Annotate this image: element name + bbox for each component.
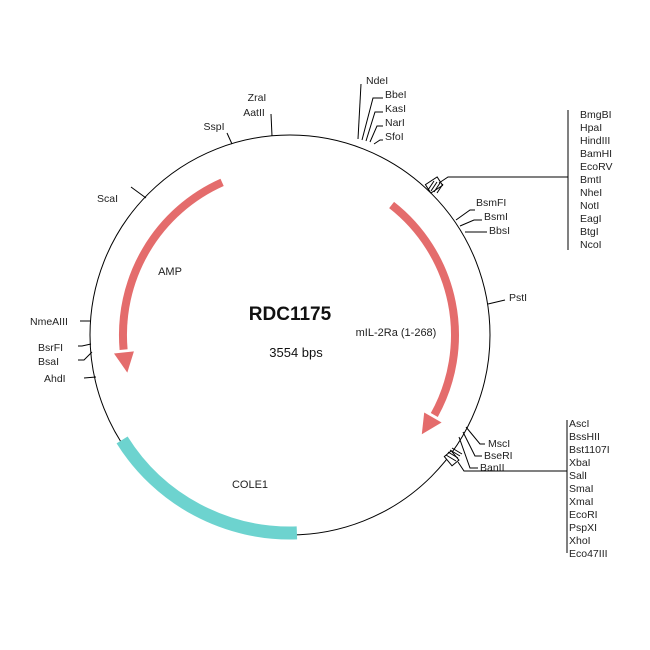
site-label-kasi: KasI <box>385 103 406 115</box>
site-label-nhei: NheI <box>580 187 602 199</box>
feature-label-cole1: COLE1 <box>232 479 268 491</box>
site-label-ahdi: AhdI <box>44 373 66 385</box>
site-label-beseri: BseRI <box>484 450 513 462</box>
site-group-bsrfi-bsai: BsrFI BsaI <box>38 342 93 368</box>
site-label-xmai: XmaI <box>569 496 594 508</box>
site-label-btgi: BtgI <box>580 226 599 238</box>
site-label-eco47iii: Eco47III <box>569 548 608 560</box>
site-label-hindiii: HindIII <box>580 135 610 147</box>
site-label-eagi: EagI <box>580 213 602 225</box>
site-label-bsrfi: BsrFI <box>38 342 63 354</box>
site-ahdi: AhdI <box>44 373 97 385</box>
site-label-nmeaiii: NmeAIII <box>30 316 68 328</box>
site-group-msci: MscI BseRI BanII <box>458 426 513 474</box>
site-psti: PstI <box>487 292 527 305</box>
feature-label-insert: mIL-2Ra (1-268) <box>356 327 437 339</box>
site-group-bsmfi: BsmFI BsmI BbsI <box>455 197 510 237</box>
site-label-bamhi: BamHI <box>580 148 612 160</box>
site-label-bsmi: BsmI <box>484 211 508 223</box>
site-group-mcs1: BmgBI HpaI HindIII BamHI EcoRV BmtI NheI… <box>424 109 613 251</box>
site-label-bsai: BsaI <box>38 356 59 368</box>
site-label-msci: MscI <box>488 438 510 450</box>
site-group-zrai-aatii: ZraI AatII <box>243 92 273 137</box>
site-label-bst1107i: Bst1107I <box>569 444 610 456</box>
site-label-bsmfi: BsmFI <box>476 197 506 209</box>
site-label-noti: NotI <box>580 200 599 212</box>
site-label-ecorv: EcoRV <box>580 161 613 173</box>
site-group-ndei: NdeI BbeI KasI NarI SfoI <box>357 75 407 145</box>
insert-feature-arrow[interactable] <box>389 201 459 435</box>
site-label-psti: PstI <box>509 292 527 304</box>
site-group-mcs2: AscI BssHII Bst1107I XbaI SalI SmaI XmaI… <box>443 418 610 560</box>
site-label-hpai: HpaI <box>580 122 602 134</box>
site-sspi: SspI <box>203 121 233 145</box>
site-label-nari: NarI <box>385 117 405 129</box>
site-label-bmti: BmtI <box>580 174 602 186</box>
site-label-aatii: AatII <box>243 107 265 119</box>
site-label-sali: SalI <box>569 470 587 482</box>
site-label-zrai: ZraI <box>248 92 267 104</box>
site-label-bmgbi: BmgBI <box>580 109 612 121</box>
site-label-ndei: NdeI <box>366 75 388 87</box>
site-scai: ScaI <box>97 186 147 205</box>
site-label-bbsi: BbsI <box>489 225 510 237</box>
site-label-xhoi: XhoI <box>569 535 591 547</box>
site-label-asci: AscI <box>569 418 589 430</box>
site-label-ecori: EcoRI <box>569 509 598 521</box>
amp-feature-arrow[interactable] <box>114 178 224 373</box>
site-label-sspi: SspI <box>203 121 224 133</box>
plasmid-size: 3554 bps <box>269 345 323 360</box>
feature-label-amp: AMP <box>158 266 182 278</box>
site-label-banii: BanII <box>480 462 505 474</box>
site-nmeaiii: NmeAIII <box>30 316 91 328</box>
site-label-bbei: BbeI <box>385 89 407 101</box>
cole1-feature-block[interactable] <box>116 436 298 540</box>
site-label-bsshii: BssHII <box>569 431 600 443</box>
site-label-scai: ScaI <box>97 193 118 205</box>
site-label-xbai: XbaI <box>569 457 591 469</box>
site-label-sfoi: SfoI <box>385 131 404 143</box>
plasmid-name: RDC1175 <box>249 304 332 325</box>
site-label-pspxi: PspXI <box>569 522 597 534</box>
site-label-smai: SmaI <box>569 483 594 495</box>
site-label-ncoi: NcoI <box>580 239 602 251</box>
